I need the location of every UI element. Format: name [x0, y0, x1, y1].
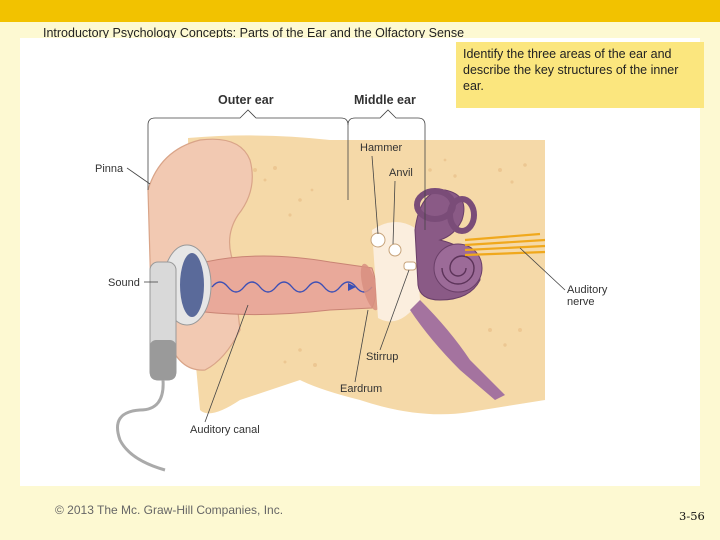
pinna-label: Pinna [95, 163, 124, 175]
top-accent-bar [0, 0, 720, 22]
auditory-nerve-label-line1: Auditory [567, 284, 608, 296]
sound-wave-arrowhead [348, 283, 356, 291]
inner-ear [410, 188, 505, 400]
stirrup-label: Stirrup [366, 351, 398, 363]
hammer-label: Hammer [360, 142, 403, 154]
eardrum-label: Eardrum [340, 383, 382, 395]
auditory-nerve-label-line2: nerve [567, 296, 595, 308]
earbud [116, 244, 212, 472]
sound-label: Sound [108, 277, 140, 289]
auditory-canal-leader [204, 304, 249, 423]
pinna-leader [126, 167, 151, 185]
sound-wave [211, 281, 373, 293]
outer-ear-label: Outer ear [218, 93, 274, 107]
middle-ear-label: Middle ear [354, 93, 416, 107]
eardrum-leader [354, 309, 369, 383]
outer-ear-bracket [147, 109, 349, 200]
auditory-canal-label: Auditory canal [190, 424, 260, 436]
copyright-notice: © 2013 The Mc. Graw-Hill Companies, Inc. [55, 503, 284, 517]
eardrum-shape [360, 263, 380, 311]
middle-ear-bracket [347, 109, 426, 230]
slide-title: Introductory Psychology Concepts: Parts … [43, 26, 465, 40]
auditory-nerve-leader [519, 247, 566, 291]
stirrup-leader [379, 269, 410, 351]
auditory-nerve-fibers [464, 232, 546, 257]
hammer-leader [371, 155, 379, 235]
middle-ear-cavity [372, 221, 420, 322]
bone-texture [253, 158, 527, 367]
anvil-label: Anvil [389, 167, 413, 179]
callout-box: Identify the three areas of the ear and … [456, 42, 704, 108]
slide-number: 3-56 [679, 509, 705, 523]
anvil-leader [392, 180, 396, 245]
